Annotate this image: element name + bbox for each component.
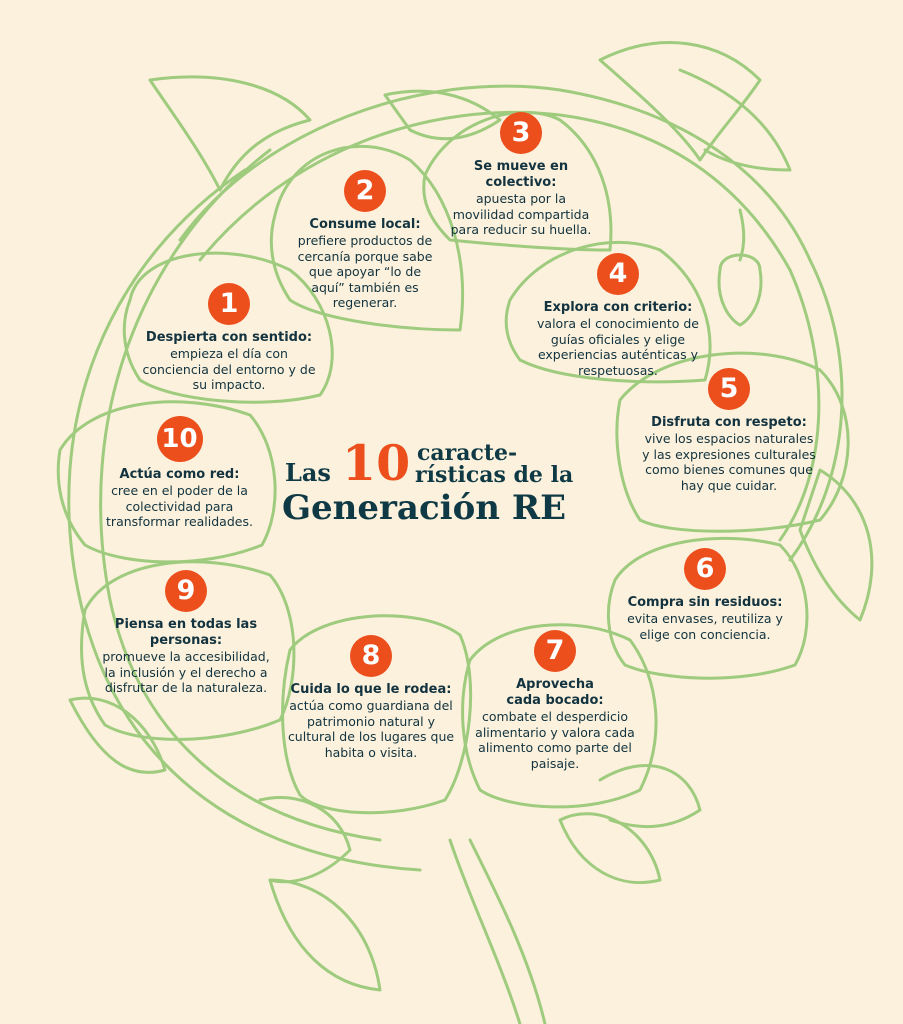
leaf-bottom-left — [258, 795, 352, 884]
number-badge-9: 9 — [165, 570, 207, 612]
heading-10: Actúa como red: — [119, 467, 240, 482]
heading-5: Disfruta con respeto: — [651, 415, 807, 430]
number-badge-5: 5 — [708, 368, 750, 410]
text-4: valora el conocimiento de guías oficiale… — [537, 316, 699, 378]
leaf-right — [798, 468, 874, 622]
number-badge-7: 7 — [534, 630, 576, 672]
number-badge-1: 1 — [208, 283, 250, 325]
leaf-top-right-2 — [678, 68, 792, 172]
petal-7 — [461, 623, 658, 809]
leaf-bottom-left-2 — [268, 878, 382, 992]
top-stem — [178, 84, 812, 262]
petal-8 — [281, 614, 473, 815]
petal-3 — [422, 111, 613, 252]
petal-5 — [615, 351, 850, 533]
characteristic-1: 1 Despierta con sentido: empieza el día … — [140, 283, 318, 393]
characteristic-5: 5 Disfruta con respeto: vive los espacio… — [640, 368, 818, 493]
title-number: 10 — [342, 434, 411, 492]
ring-stem-inner — [99, 148, 382, 842]
text-6: evita envases, reutiliza y elige con con… — [627, 611, 783, 642]
title-line-2: rísticas de la — [415, 462, 574, 488]
heading-4: Explora con criterio: — [543, 300, 693, 315]
characteristic-3: 3 Se mueve en colectivo: apuesta por la … — [446, 112, 596, 238]
heading-7: Aprovecha cada bocado: — [506, 677, 604, 708]
number-badge-8: 8 — [350, 635, 392, 677]
characteristic-4: 4 Explora con criterio: valora el conoci… — [528, 253, 708, 378]
heading-6: Compra sin residuos: — [627, 595, 783, 610]
text-3: apuesta por la movilidad compartida para… — [450, 191, 592, 237]
text-7: combate el desperdicio alimentario y val… — [475, 709, 635, 771]
heading-1: Despierta con sentido: — [145, 330, 313, 345]
leaf-top-left — [148, 75, 312, 192]
number-badge-4: 4 — [597, 253, 639, 295]
leaf-bottom-right-2 — [558, 812, 662, 884]
petal-2 — [269, 144, 464, 332]
text-5: vive los espacios naturales y las expres… — [642, 431, 816, 493]
right-stem — [788, 258, 844, 562]
title-las: Las — [285, 458, 331, 487]
heading-8: Cuida lo que le rodea: — [290, 682, 452, 697]
heading-3: Se mueve en colectivo: — [473, 159, 569, 190]
main-stem-2 — [468, 838, 547, 1024]
ring-stem-outer — [67, 168, 422, 872]
bud-stem — [738, 208, 746, 262]
characteristic-8: 8 Cuida lo que le rodea: actúa como guar… — [286, 635, 456, 760]
text-2: prefiere productos de cercanía porque sa… — [297, 233, 433, 310]
number-badge-10: 10 — [156, 416, 203, 462]
characteristic-6: 6 Compra sin residuos: evita envases, re… — [614, 548, 796, 642]
leaf-top-mid — [383, 89, 502, 141]
title-line-3: Generación RE — [282, 488, 566, 528]
text-10: cree en el poder de la colectividad para… — [106, 483, 253, 529]
text-8: actúa como guardiana del patrimonio natu… — [287, 698, 455, 760]
petal-4 — [504, 240, 712, 384]
title-line-1: caracte- — [417, 440, 518, 466]
number-badge-3: 3 — [500, 112, 542, 154]
bud — [717, 253, 763, 327]
leaf-bottom-right — [598, 764, 702, 829]
characteristic-9: 9 Piensa en todas las personas: promueve… — [100, 570, 272, 696]
number-badge-6: 6 — [684, 548, 726, 590]
number-badge-2: 2 — [344, 170, 386, 212]
text-1: empieza el día con conciencia del entorn… — [142, 346, 316, 392]
characteristic-7: 7 Aprovecha cada bocado: combate el desp… — [474, 630, 636, 771]
petal-6 — [606, 536, 809, 680]
petal-1 — [122, 251, 334, 404]
heading-9: Piensa en todas las personas: — [114, 617, 258, 648]
petal-10 — [56, 400, 277, 564]
heading-2: Consume local: — [309, 217, 421, 232]
characteristic-10: 10 Actúa como red: cree en el poder de l… — [92, 416, 267, 530]
right-stem-2 — [778, 268, 821, 542]
text-9: promueve la accesibilidad, la inclusión … — [102, 649, 270, 695]
leaf-left-bottom — [68, 696, 167, 774]
main-stem — [448, 838, 522, 1024]
characteristic-2: 2 Consume local: prefiere productos de c… — [295, 170, 435, 311]
leaf-top-right — [598, 41, 762, 162]
